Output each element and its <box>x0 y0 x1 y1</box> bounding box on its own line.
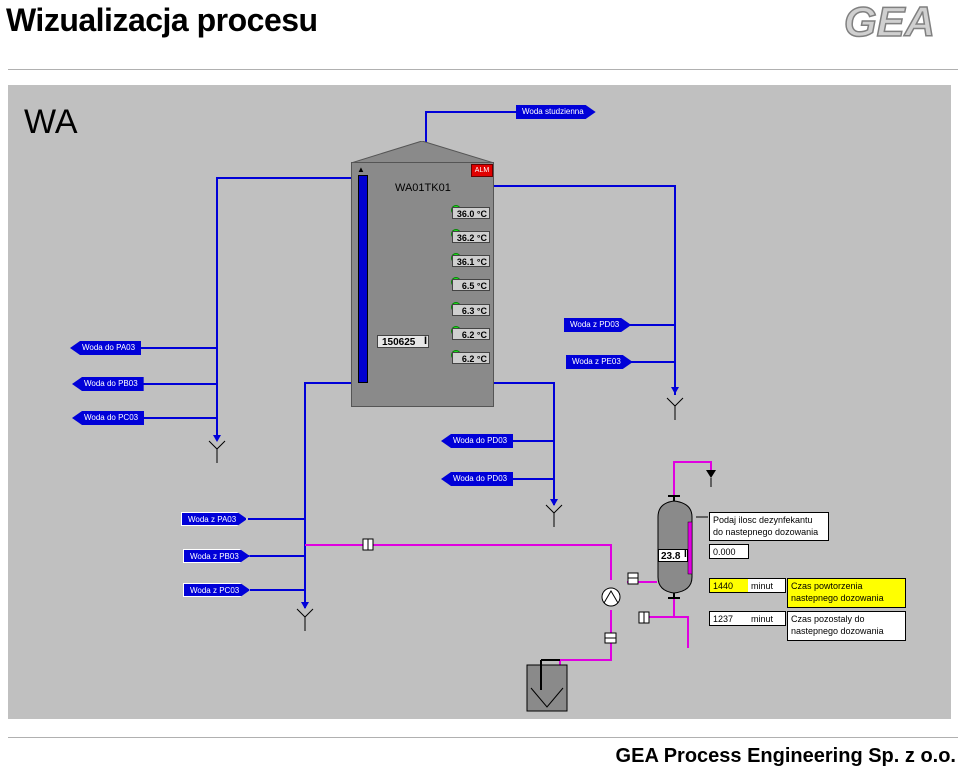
piping-diagram: ✶ <box>141 111 716 712</box>
tank-id: WA01TK01 <box>395 182 451 194</box>
footer-divider <box>8 737 958 738</box>
vessel-readout[interactable]: 23.8 <box>658 549 688 562</box>
dose-prompt-line2: do nastepnego dozowania <box>713 527 819 537</box>
dose-prompt-line1: Podaj ilosc dezynfekantu <box>713 515 813 525</box>
tank-counter[interactable]: 150625 <box>377 335 429 348</box>
repeat-time-input[interactable]: 1440 <box>709 578 749 593</box>
temperature-4[interactable]: 6.5 °C <box>452 279 490 291</box>
tag-woda-z-pc03[interactable]: Woda z PC03 <box>183 583 250 597</box>
level-up-icon: ▲ <box>357 165 365 174</box>
repeat-label-line2: nastepnego dozowania <box>791 593 884 603</box>
tag-woda-do-pd03[interactable]: Woda do PD03 <box>441 434 514 448</box>
tag-woda-do-pa03[interactable]: Woda do PA03 <box>70 341 142 355</box>
dose-prompt-label: Podaj ilosc dezynfekantu do nastepnego d… <box>709 512 829 541</box>
gea-logo: GEA <box>843 0 936 44</box>
line-supply-left <box>216 177 351 437</box>
dose-input[interactable]: 0.000 <box>709 544 749 559</box>
logo-text: GEA <box>844 0 935 44</box>
tag-woda-z-pa03[interactable]: Woda z PA03 <box>181 512 247 526</box>
tag-woda-z-pe03[interactable]: Woda z PE03 <box>566 355 633 369</box>
remaining-time-value: 1237 <box>709 611 749 626</box>
temperature-6[interactable]: 6.2 °C <box>452 328 490 340</box>
repeat-time-label: Czas powtorzenia nastepnego dozowania <box>787 578 906 608</box>
tag-woda-do-pb03[interactable]: Woda do PB03 <box>72 377 144 391</box>
remaining-label-line1: Czas pozostaly do <box>791 614 865 624</box>
temperature-1[interactable]: 36.0 °C <box>452 207 490 219</box>
temperature-5[interactable]: 6.3 °C <box>452 304 490 316</box>
tag-woda-studzienna[interactable]: Woda studzienna <box>516 105 596 119</box>
tag-woda-z-pd03[interactable]: Woda z PD03 <box>564 318 631 332</box>
repeat-time-unit: minut <box>748 578 786 593</box>
repeat-label-line1: Czas powtorzenia <box>791 581 863 591</box>
storage-tank-icon <box>526 659 568 712</box>
tag-woda-z-pb03[interactable]: Woda z PB03 <box>183 549 250 563</box>
tank-level-bar <box>358 175 368 383</box>
area-title: WA <box>24 103 78 141</box>
remaining-time-label: Czas pozostaly do nastepnego dozowania <box>787 611 906 641</box>
line-woda-studzienna <box>425 111 523 153</box>
vessel-marker: I <box>684 549 687 560</box>
temperature-2[interactable]: 36.2 °C <box>452 231 490 243</box>
header-divider <box>8 69 958 70</box>
page-title: Wizualizacja procesu <box>6 2 318 38</box>
tag-woda-do-pd03-b[interactable]: Woda do PD03 <box>441 472 514 486</box>
tag-woda-do-pc03[interactable]: Woda do PC03 <box>72 411 145 425</box>
dosing-vessel <box>657 495 708 599</box>
remaining-label-line2: nastepnego dozowania <box>791 626 884 636</box>
remaining-time-unit: minut <box>748 611 786 626</box>
temperature-3[interactable]: 36.1 °C <box>452 255 490 267</box>
counter-marker: I <box>424 335 428 347</box>
temperature-7[interactable]: 6.2 °C <box>452 352 490 364</box>
company-footer: GEA Process Engineering Sp. z o.o. <box>615 745 956 767</box>
pump-icon <box>601 587 621 607</box>
tank-roof <box>351 141 494 163</box>
process-canvas: ✶ <box>8 85 951 719</box>
line-outlet <box>304 382 555 608</box>
alarm-indicator[interactable]: ALM <box>471 164 493 177</box>
